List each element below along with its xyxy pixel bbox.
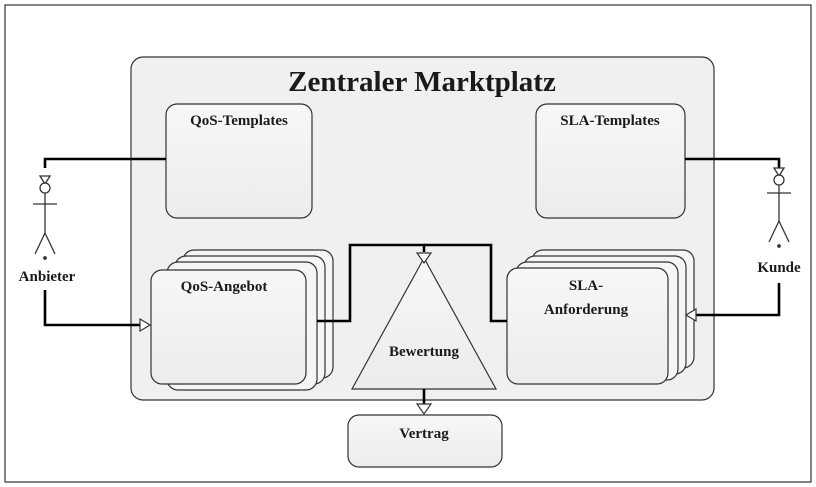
qos-angebot-box <box>150 269 307 385</box>
actor-kunde-icon <box>767 167 791 248</box>
connector-kunde-sla-anforderung <box>696 283 781 317</box>
sla-anforderung-label-line1: SLA- <box>569 278 603 294</box>
arrow-into-bewertung-icon <box>415 252 433 265</box>
arrowheads <box>139 252 697 416</box>
sla-anforderung-stack <box>506 249 695 385</box>
qos-angebot-label: QoS-Angebot <box>181 279 268 295</box>
qos-templates-label: QoS-Templates <box>190 113 288 129</box>
qos-angebot-stack <box>150 249 334 391</box>
actor-anbieter-label: Anbieter <box>19 269 76 285</box>
arrow-into-vertrag-icon <box>415 403 433 416</box>
connector-sla-anforderung-bewertung <box>424 243 507 323</box>
arrow-into-qos-angebot-icon <box>139 317 152 333</box>
sla-anforderung-label-line2: Anforderung <box>544 302 629 318</box>
sla-templates-label: SLA-Templates <box>560 113 660 129</box>
sla-templates-box <box>535 103 686 219</box>
vertrag-label: Vertrag <box>399 426 449 442</box>
sla-anforderung-box <box>506 267 669 385</box>
connector-qos-angebot-bewertung <box>317 243 426 323</box>
connector-kunde-sla-templates <box>685 157 781 168</box>
actor-anbieter-icon <box>33 175 57 260</box>
connector-anbieter-qos-templates <box>43 157 166 168</box>
marketplace-title: Zentraler Marktplatz <box>288 66 556 98</box>
vertrag-box <box>347 414 503 468</box>
qos-templates-box <box>165 103 313 219</box>
connector-anbieter-qos-angebot <box>43 290 140 327</box>
arrow-into-sla-anforderung-icon <box>684 307 697 323</box>
connectors <box>43 157 781 404</box>
bewertung-label: Bewertung <box>389 344 459 360</box>
actor-kunde-label: Kunde <box>757 260 801 276</box>
